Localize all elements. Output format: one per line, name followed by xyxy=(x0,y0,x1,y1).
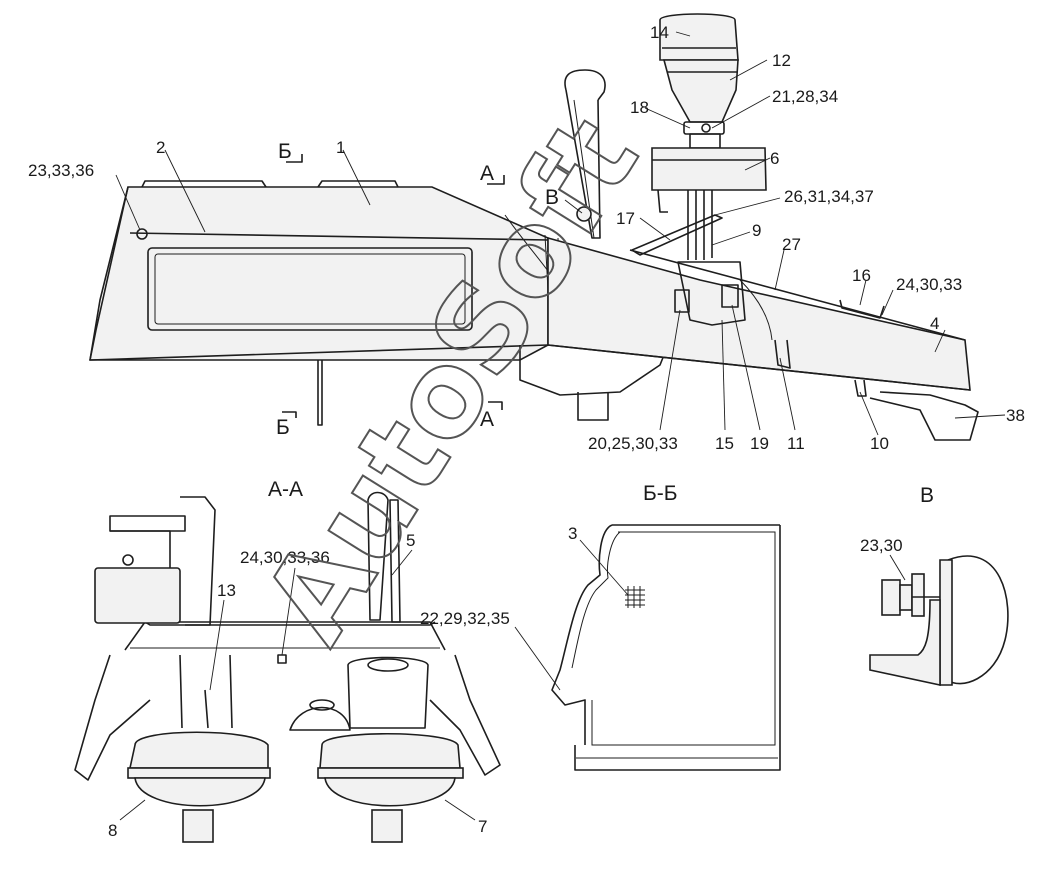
callout: 5 xyxy=(406,531,415,550)
callout: 14 xyxy=(650,23,669,42)
section-titles: А-А Б-Б В xyxy=(268,478,934,507)
callout: 6 xyxy=(770,149,779,168)
callout: 9 xyxy=(752,221,761,240)
callout: 18 xyxy=(630,98,649,117)
callout: 19 xyxy=(750,434,769,453)
watermark: AutoSoft xyxy=(236,93,666,666)
callout: 4 xyxy=(930,314,939,333)
section-title-b-b: Б-Б xyxy=(643,482,678,505)
watermark-text: AutoSoft xyxy=(237,94,665,665)
callout: 27 xyxy=(782,235,801,254)
section-mark-b-top: Б xyxy=(278,140,292,163)
air-cleaner-column xyxy=(631,13,773,341)
callout: 2 xyxy=(156,138,165,157)
callout: 24,30,33 xyxy=(896,275,962,294)
callout: 23,30 xyxy=(860,536,903,555)
callout: 21,28,34 xyxy=(772,87,838,106)
mesh-patch xyxy=(625,586,645,608)
section-b-b-view xyxy=(551,524,781,771)
callout: 17 xyxy=(616,209,635,228)
callout-labels: 1 2 3 4 5 6 7 8 9 10 11 12 13 14 15 16 1… xyxy=(28,23,1025,840)
callout: 12 xyxy=(772,51,791,70)
leader-lines xyxy=(115,31,1006,821)
section-title-v: В xyxy=(920,484,934,507)
callout: 3 xyxy=(568,524,577,543)
callout: 10 xyxy=(870,434,889,453)
callout: 24,30,33,36 xyxy=(240,548,330,567)
rear-hood-panel xyxy=(547,236,979,441)
callout: 20,25,30,33 xyxy=(588,434,678,453)
section-a-a-view xyxy=(74,491,501,843)
callout: 26,31,34,37 xyxy=(784,187,874,206)
view-mark-v: В xyxy=(545,186,559,209)
callout: 13 xyxy=(217,581,236,600)
callout: 15 xyxy=(715,434,734,453)
section-mark-a-bottom: А xyxy=(480,408,494,431)
detail-v-view xyxy=(869,555,1009,686)
gear-lever xyxy=(564,69,606,239)
callout: 16 xyxy=(852,266,871,285)
callout: 1 xyxy=(336,138,345,157)
section-mark-b-bottom: Б xyxy=(276,416,290,439)
callout: 7 xyxy=(478,817,487,836)
section-marks: Б Б А А В xyxy=(276,140,583,439)
callout: 8 xyxy=(108,821,117,840)
section-mark-a-top: А xyxy=(480,162,494,185)
callout: 22,29,32,35 xyxy=(420,609,510,628)
callout: 11 xyxy=(787,434,805,453)
callout: 38 xyxy=(1006,406,1025,425)
callout: 23,33,36 xyxy=(28,161,94,180)
section-title-a-a: А-А xyxy=(268,478,303,501)
